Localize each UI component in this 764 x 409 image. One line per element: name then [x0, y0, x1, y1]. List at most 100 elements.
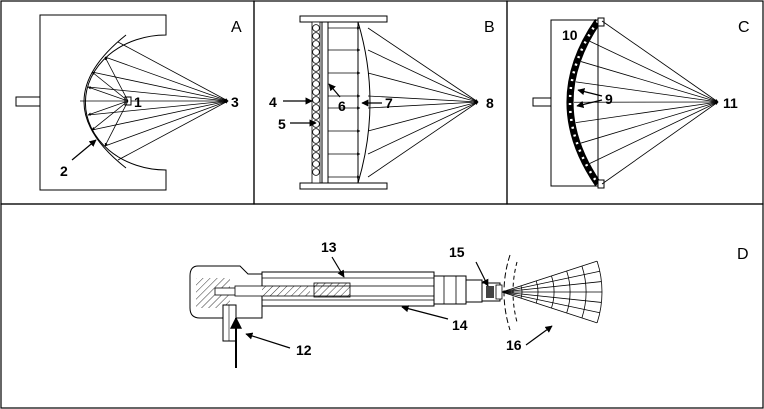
fan-arc	[566, 270, 571, 314]
callout-9: 9	[605, 91, 613, 107]
callout-12: 12	[296, 342, 312, 358]
focusing-ray	[575, 100, 719, 124]
top-plate	[299, 15, 388, 23]
fan-ray	[501, 260, 598, 293]
converging-ray	[367, 100, 479, 109]
converging-ray	[367, 101, 479, 132]
leader-2	[71, 139, 97, 161]
rays-to-reflector	[87, 56, 129, 147]
emitter	[312, 144, 320, 152]
fan-ray	[501, 270, 600, 293]
fan-ray	[501, 291, 602, 303]
inner-hatch-left	[262, 286, 310, 296]
emitter	[312, 80, 320, 88]
mount-rod	[15, 96, 41, 107]
callout-15: 15	[449, 244, 465, 260]
leader-13	[331, 256, 345, 278]
leader-15	[475, 261, 489, 287]
central-core	[313, 282, 351, 298]
converging-ray	[367, 95, 479, 104]
emitter	[312, 96, 320, 104]
mount-rod	[532, 97, 552, 107]
converging-ray	[367, 49, 479, 103]
panel-frame-d	[0, 203, 764, 409]
callout-4: 4	[269, 94, 277, 110]
callout-16: 16	[506, 337, 522, 353]
fan-arc	[596, 260, 603, 324]
tip-inner	[486, 286, 494, 298]
callout-13: 13	[321, 239, 337, 255]
converging-ray	[367, 27, 479, 103]
emitter	[312, 48, 320, 56]
emitter	[312, 136, 320, 144]
emitter	[312, 72, 320, 80]
panel-a: 1 2 3 A	[15, 14, 242, 191]
nozzle-body	[465, 279, 483, 303]
focusing-ray	[580, 101, 719, 144]
callout-11: 11	[723, 95, 738, 111]
fan-ray	[501, 291, 600, 314]
curved-array-dots	[568, 20, 600, 185]
emitter	[312, 120, 320, 128]
fan-arc	[551, 275, 555, 309]
front-coupling	[433, 275, 467, 305]
emitter	[312, 112, 320, 120]
focusing-ray	[589, 40, 719, 103]
emitter-array	[312, 24, 320, 176]
array-cap-bottom	[597, 179, 605, 189]
emitter	[312, 24, 320, 32]
leader-6	[328, 83, 341, 98]
emitter	[312, 168, 320, 176]
converging-ray	[367, 101, 479, 155]
panel-letter-a: A	[231, 19, 242, 36]
emitter	[312, 64, 320, 72]
leader-16	[525, 325, 553, 346]
bottom-plate	[299, 182, 388, 190]
emitter	[312, 88, 320, 96]
reflector-housing	[39, 14, 167, 191]
leader-9b	[576, 99, 603, 108]
tip-ring	[495, 284, 503, 300]
focusing-ray	[601, 20, 719, 103]
callout-6: 6	[338, 98, 346, 114]
focusing-ray	[575, 81, 719, 104]
parallel-rays	[328, 26, 361, 179]
panel-letter-d: D	[737, 246, 749, 263]
converging-rays	[367, 27, 479, 178]
emitter	[312, 32, 320, 40]
panel-b: 4 5 6 7 8 B	[269, 15, 495, 190]
converging-ray	[367, 72, 479, 103]
panel-letter-c: C	[738, 19, 750, 36]
emitter	[312, 40, 320, 48]
panel-d: D 12 13	[189, 239, 749, 368]
leader-12	[245, 332, 291, 349]
parabolic-reflector	[83, 34, 127, 169]
callout-10: 10	[562, 27, 578, 43]
emitter	[312, 128, 320, 136]
callout-2: 2	[60, 163, 68, 179]
callout-8: 8	[486, 95, 494, 111]
leader-14	[401, 305, 449, 320]
emitter	[312, 152, 320, 160]
inlet-pipe	[222, 304, 237, 342]
focusing-ray	[589, 101, 719, 164]
fan-arc	[535, 280, 539, 304]
callout-7: 7	[385, 95, 393, 111]
fan-arc	[520, 285, 523, 299]
emitter	[312, 160, 320, 168]
panel-c: 9 10 11 C	[532, 17, 750, 189]
focusing-rays	[573, 20, 719, 185]
callout-5: 5	[278, 116, 286, 132]
converging-ray	[367, 101, 479, 178]
panel-letter-b: B	[484, 19, 495, 36]
radiation-pattern	[501, 260, 603, 324]
callout-1: 1	[134, 94, 142, 110]
fan-ray	[501, 281, 602, 293]
callout-3: 3	[231, 94, 239, 110]
rays-to-focus	[87, 41, 229, 161]
focusing-ray	[580, 61, 719, 103]
focusing-ray	[601, 101, 719, 185]
fan-arc	[581, 265, 587, 319]
emitter	[312, 56, 320, 64]
